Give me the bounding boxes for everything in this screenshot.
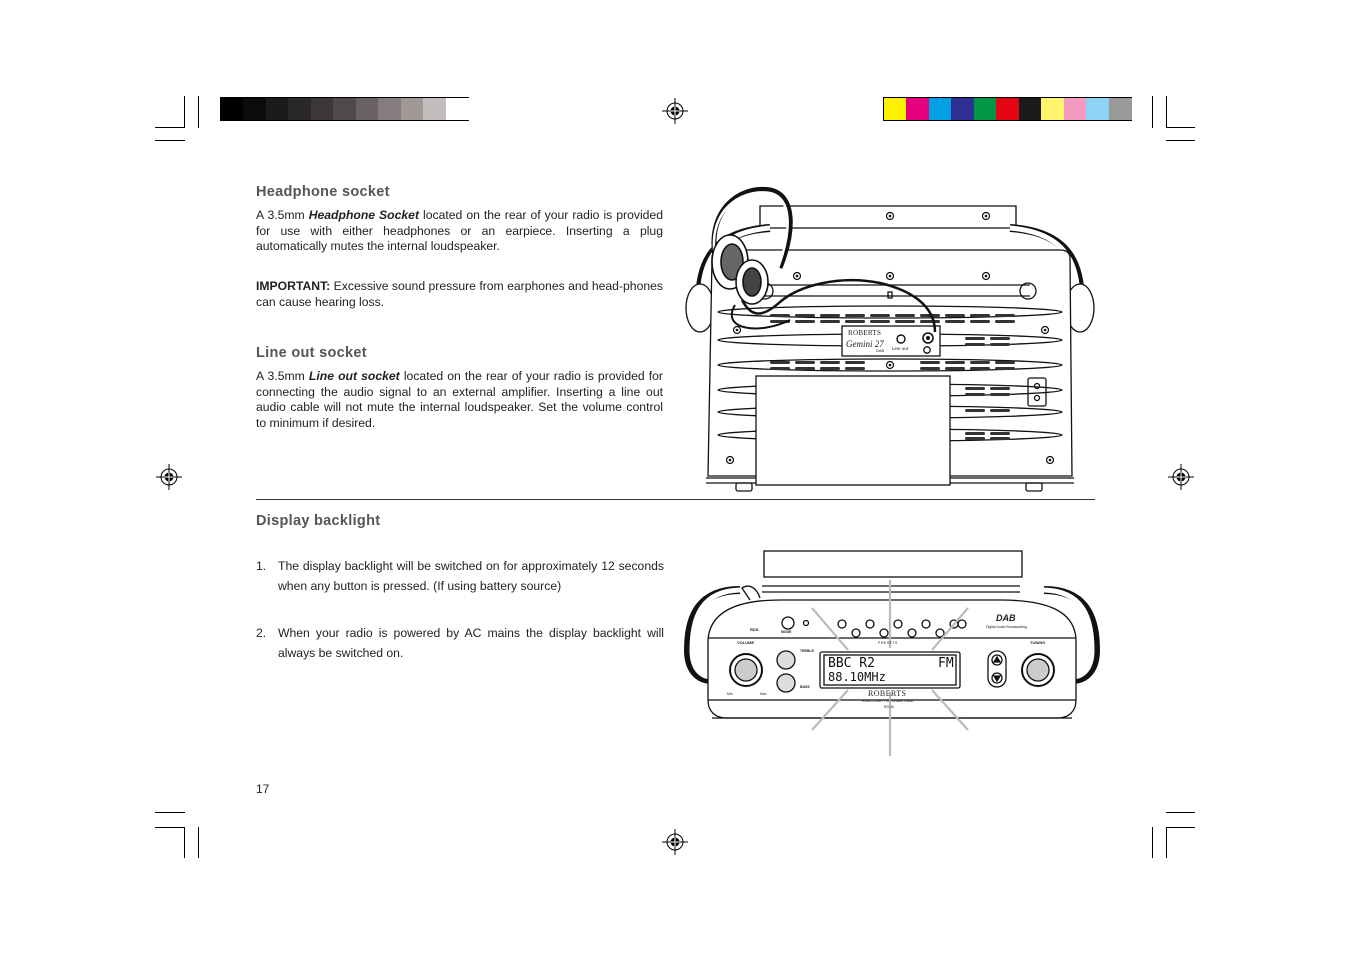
crop-mark (1152, 827, 1153, 858)
crop-mark (198, 96, 199, 128)
bass-label: BASS (800, 685, 810, 689)
headphone-socket-paragraph: A 3.5mm Headphone Socket located on the … (256, 208, 663, 255)
color-swatch (333, 98, 357, 120)
registration-mark-icon (662, 829, 688, 855)
process-color-bar (883, 97, 1132, 121)
registration-mark-icon (662, 98, 688, 124)
tuning-label: TUNING (1030, 640, 1046, 645)
lcd-line-2: 88.10MHz (828, 670, 886, 684)
text-run: located on the rear of your radio is pro… (256, 208, 663, 253)
presets-label: PRESETS (878, 641, 898, 645)
color-swatch (1063, 98, 1087, 120)
list-text: The display backlight will be switched o… (278, 559, 664, 593)
color-swatch (928, 98, 952, 120)
treble-label: TREBLE (800, 649, 814, 653)
color-swatch (221, 98, 244, 120)
volume-min-label: Min (727, 692, 733, 696)
color-swatch (884, 98, 907, 120)
important-label: IMPORTANT: (256, 279, 331, 293)
line-out-socket-heading: Line out socket (256, 345, 367, 361)
line-out-label: Line out (892, 346, 909, 351)
rear-label-model: Gemini 27 (846, 339, 884, 349)
front-brand-sub: RADIO DAB / FM Portable Radio (862, 699, 914, 703)
color-swatch (1108, 98, 1132, 120)
crop-mark (1166, 96, 1167, 128)
color-swatch (378, 98, 402, 120)
radio-front-illustration (684, 550, 1100, 756)
crop-mark (184, 827, 185, 858)
radio-rear-illustration (685, 186, 1095, 492)
crop-mark (1166, 827, 1195, 828)
list-item: 1. The display backlight will be switche… (256, 557, 666, 599)
crop-mark (155, 140, 185, 141)
color-swatch (951, 98, 975, 120)
crop-mark (1166, 127, 1195, 128)
line-out-socket-paragraph: A 3.5mm Line out socket located on the r… (256, 369, 663, 431)
emphasis-text: Line out socket (308, 369, 400, 383)
color-swatch (1041, 98, 1065, 120)
list-number: 1. (256, 559, 267, 573)
crop-mark (1166, 812, 1195, 813)
color-swatch (1018, 98, 1042, 120)
color-swatch (906, 98, 930, 120)
crop-mark (198, 827, 199, 858)
headphone-socket-heading: Headphone socket (256, 184, 390, 200)
color-swatch (355, 98, 379, 120)
color-swatch (310, 98, 334, 120)
text-run: A 3.5mm (256, 208, 309, 222)
dab-logo: DAB (996, 613, 1016, 623)
volume-max-label: Max (760, 692, 767, 696)
color-swatch (400, 98, 424, 120)
registration-mark-icon (156, 464, 182, 490)
front-brand: ROBERTS (868, 689, 907, 698)
text-run: located on the rear of your radio is pro… (256, 369, 663, 430)
grayscale-color-bar (220, 97, 469, 121)
color-swatch (423, 98, 447, 120)
color-swatch (445, 98, 469, 120)
lcd-line-1: BBC R2 (828, 656, 875, 671)
crop-mark (1166, 140, 1195, 141)
crop-mark (155, 127, 185, 128)
crop-mark (155, 827, 185, 828)
color-swatch (243, 98, 267, 120)
display-backlight-heading: Display backlight (256, 513, 381, 529)
crop-mark (1152, 96, 1153, 128)
rear-label-brand: ROBERTS (848, 329, 882, 337)
color-swatch (288, 98, 312, 120)
emphasis-text: Headphone Socket (308, 208, 420, 222)
text-run: A 3.5mm (256, 369, 309, 383)
dab-caption: Digital Audio Broadcasting (986, 625, 1027, 629)
color-swatch (973, 98, 997, 120)
registration-mark-icon (1168, 464, 1194, 490)
page-number: 17 (256, 782, 270, 796)
text-run: Excessive sound pressure from earphones … (256, 279, 663, 309)
color-swatch (265, 98, 289, 120)
color-swatch (1086, 98, 1110, 120)
crop-mark (155, 812, 185, 813)
lcd-band: FM (938, 656, 954, 671)
list-text: When your radio is powered by AC mains t… (278, 626, 664, 660)
color-swatch (996, 98, 1020, 120)
list-number: 2. (256, 626, 267, 640)
mode-label: MODE (781, 630, 792, 634)
volume-label: VOLUME (737, 640, 755, 645)
list-item: 2. When your radio is powered by AC main… (256, 624, 666, 666)
section-divider (256, 499, 1095, 500)
important-warning-paragraph: IMPORTANT: Excessive sound pressure from… (256, 279, 663, 310)
front-model-code: RD-40 (884, 705, 895, 709)
crop-mark (1166, 827, 1167, 858)
rds-label: RDS (750, 627, 759, 632)
rear-label-model-sub: DAB (876, 348, 885, 353)
crop-mark (184, 96, 185, 128)
